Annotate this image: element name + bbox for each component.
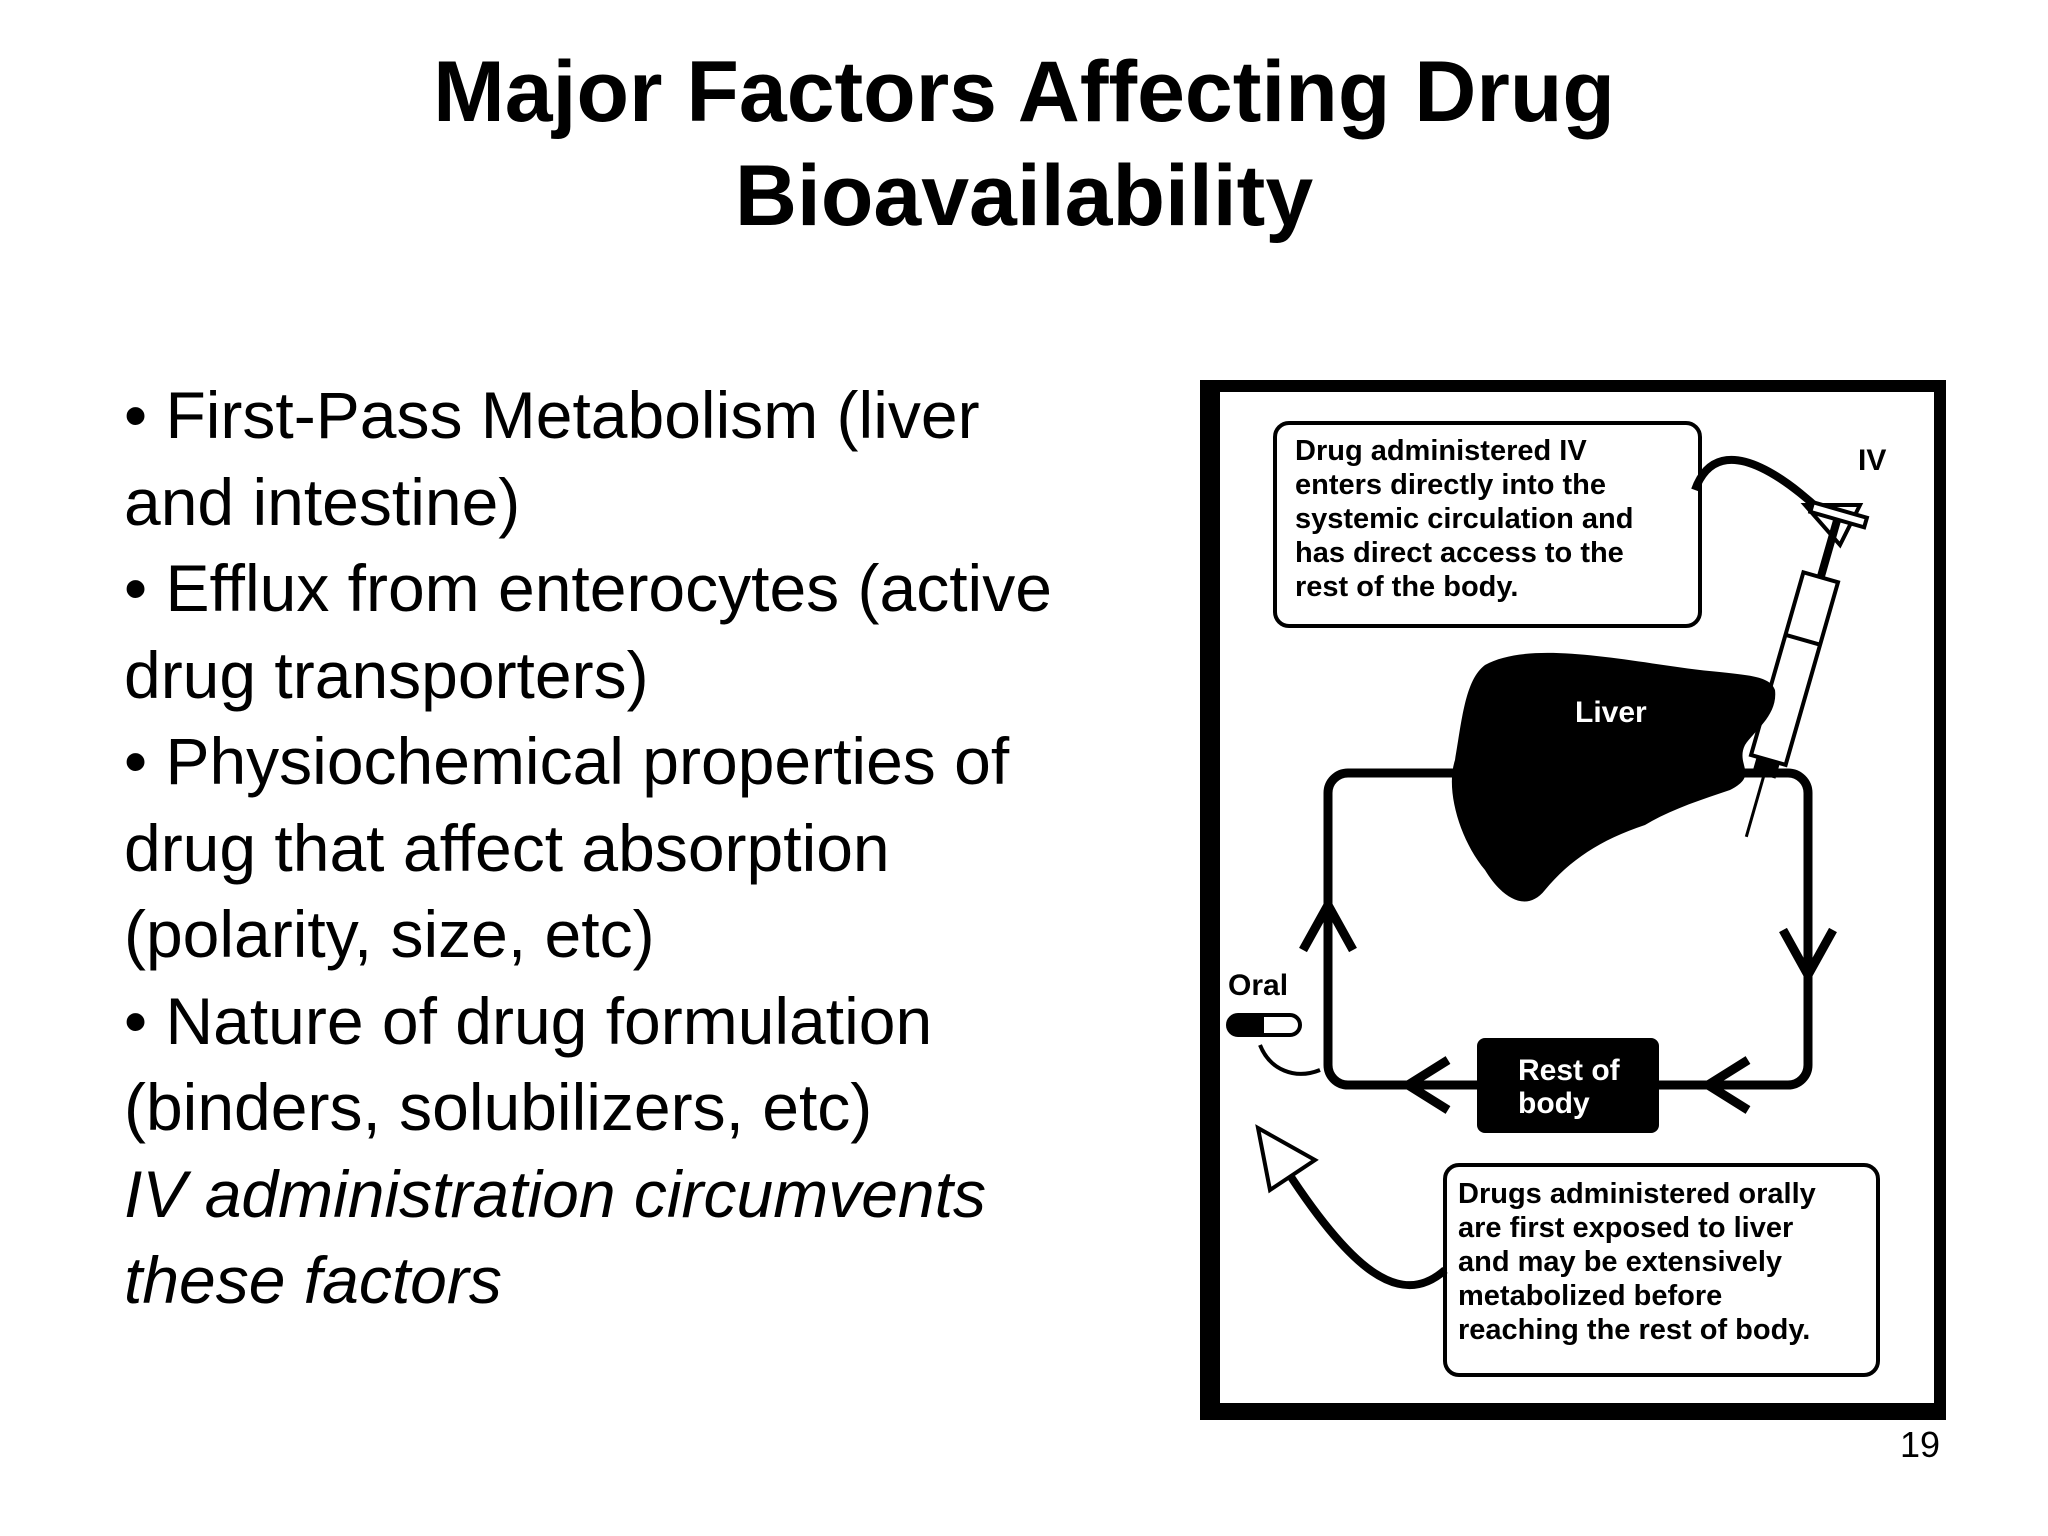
oral-return-arrowhead xyxy=(1255,1124,1319,1194)
liver-label: Liver xyxy=(1575,696,1647,729)
iv-callout-line: has direct access to the xyxy=(1295,537,1624,569)
oral-callout-line: are first exposed to liver xyxy=(1458,1212,1793,1244)
left-arrowhead xyxy=(1399,1056,1451,1114)
iv-label: IV xyxy=(1858,444,1886,477)
iv-note-line: these factors xyxy=(124,1243,502,1317)
iv-callout-line: rest of the body. xyxy=(1295,571,1518,603)
first-pass-diagram: Drug administered IV enters directly int… xyxy=(1200,380,1946,1420)
rest-of-body-box xyxy=(1477,1038,1659,1133)
frame-top-bar xyxy=(1200,380,1946,392)
title-line-2: Bioavailability xyxy=(734,148,1314,244)
syringe-icon xyxy=(1744,499,1870,838)
bullet-line: drug that affect absorption xyxy=(124,810,890,885)
frame-bottom-bar xyxy=(1200,1403,1946,1420)
bullet-line: (binders, solubilizers, etc) xyxy=(124,1070,873,1144)
oral-callout-line: Drugs administered orally xyxy=(1458,1178,1816,1210)
bullet-list: • First-Pass Metabolism (liver and intes… xyxy=(124,372,1124,1324)
bullet-line: (polarity, size, etc) xyxy=(124,897,655,971)
svg-text:Drugs administered orally: Drugs administered orally are first expo… xyxy=(1458,1178,1824,1346)
title-line-1: Major Factors Affecting Drug xyxy=(433,44,1615,140)
bullet-line: • Nature of drug formulation xyxy=(124,983,933,1058)
iv-callout-line: systemic circulation and xyxy=(1295,503,1633,535)
down-arrowhead xyxy=(1779,927,1837,985)
oral-callout-line: reaching the rest of body. xyxy=(1458,1314,1810,1346)
frame-left-bar xyxy=(1200,380,1220,1420)
oral-callout-line: and may be extensively xyxy=(1458,1246,1782,1278)
svg-text:Drug administered IV enter: Drug administered IV enters directly int… xyxy=(1295,435,1642,603)
bullet-line: drug transporters) xyxy=(124,637,649,712)
oral-pointer-arrow xyxy=(1258,1044,1321,1076)
bullet-line: • Physiochemical properties of xyxy=(124,724,1010,798)
page-number: 19 xyxy=(1899,1424,1940,1465)
oral-label: Oral xyxy=(1228,969,1288,1002)
rest-of-body-label: Rest of xyxy=(1518,1054,1621,1087)
left-arrowhead xyxy=(1699,1056,1751,1114)
iv-note-line: IV administration circumvents xyxy=(124,1156,986,1231)
bullet-line: and intestine) xyxy=(124,464,521,539)
oral-callout-line: metabolized before xyxy=(1458,1280,1722,1312)
bullet-line: • First-Pass Metabolism (liver xyxy=(124,378,980,452)
rest-of-body-label: body xyxy=(1518,1087,1590,1120)
liver-icon xyxy=(1451,652,1776,902)
up-arrowhead xyxy=(1299,895,1357,953)
iv-callout-box xyxy=(1273,421,1702,628)
iv-callout-line: Drug administered IV xyxy=(1295,435,1587,467)
svg-text:Rest of body: Rest of body xyxy=(1518,1054,1628,1120)
iv-callout-line: enters directly into the xyxy=(1295,469,1606,501)
capsule-icon xyxy=(1226,1013,1302,1037)
oral-return-arrow xyxy=(1276,1157,1448,1290)
bullet-line: • Efflux from enterocytes (active xyxy=(124,551,1052,625)
slide-title: Major Factors Affecting Drug Bioavailabi… xyxy=(0,40,2048,248)
frame-right-bar xyxy=(1934,380,1946,1420)
